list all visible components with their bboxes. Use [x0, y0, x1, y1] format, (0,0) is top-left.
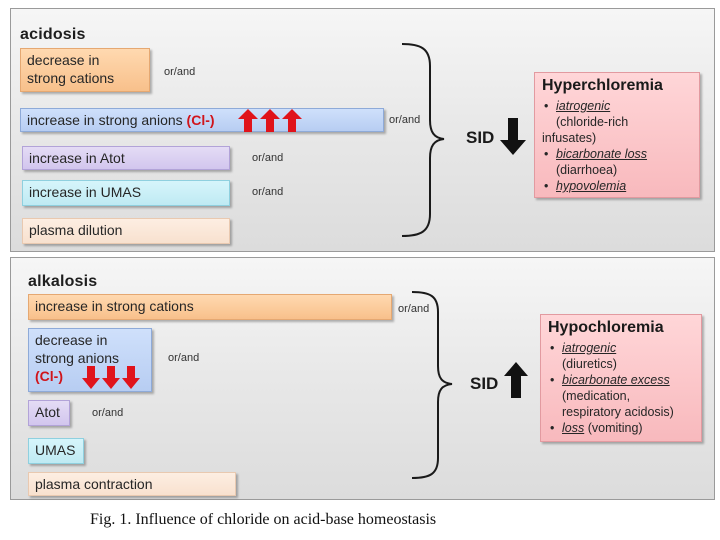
red-up-arrow-icon [260, 109, 280, 132]
cause-term: bicarbonate excess [562, 373, 670, 387]
red-down-arrow-icon [82, 366, 100, 389]
box-line: decrease in [35, 332, 108, 348]
box-text: increase in strong anions [27, 112, 183, 128]
cause-detail: infusates) [542, 131, 597, 145]
plasma-dilution-box: plasma dilution [22, 218, 230, 244]
orand-label: or/and [389, 114, 421, 126]
orand-label: or/and [252, 186, 284, 198]
red-down-arrow-icon [102, 366, 120, 389]
sid-up-arrow-icon [504, 362, 528, 398]
cause-detail: (diarrhoea) [556, 163, 618, 177]
list-item: hypovolemia [542, 178, 692, 194]
chloride-increase-arrows [238, 109, 302, 132]
hypochloremia-box: Hypochloremia iatrogenic (diuretics) bic… [540, 314, 702, 442]
cause-detail: (vomiting) [584, 421, 643, 435]
chloride-ion-label: (Cl-) [35, 368, 63, 384]
hyperchloremia-box: Hyperchloremia iatrogenic (chloride-rich… [534, 72, 700, 198]
atot-box: Atot [28, 400, 70, 426]
box-line: strong anions [35, 350, 120, 366]
red-up-arrow-icon [282, 109, 302, 132]
cause-term: hypovolemia [556, 179, 627, 193]
cause-term: iatrogenic [562, 341, 617, 355]
hypochloremia-causes-list: iatrogenic (diuretics) bicarbonate exces… [548, 340, 694, 436]
red-down-arrow-icon [122, 366, 140, 389]
red-up-arrow-icon [238, 109, 258, 132]
orand-label: or/and [92, 407, 124, 419]
hyperchloremia-causes-list: iatrogenic (chloride-rich infusates) bic… [542, 98, 692, 194]
increase-strong-anions-box: increase in strong anions (Cl-) [20, 108, 384, 132]
hypochloremia-title: Hypochloremia [548, 319, 664, 336]
sid-down-arrow-icon [500, 118, 526, 155]
box-line: decrease in [27, 52, 100, 68]
increase-umas-box: increase in UMAS [22, 180, 230, 206]
cause-term: bicarbonate loss [556, 147, 648, 161]
orand-label: or/and [252, 152, 284, 164]
sid-label: SID [470, 374, 499, 393]
list-item: bicarbonate loss (diarrhoea) [542, 146, 692, 178]
orand-label: or/and [164, 66, 196, 78]
acidosis-heading: acidosis [20, 26, 86, 43]
list-item: loss (vomiting) [548, 420, 694, 436]
chloride-ion-label: (Cl-) [186, 112, 215, 128]
cause-detail: (chloride-rich [556, 115, 629, 129]
cause-term: loss [562, 421, 585, 435]
decrease-strong-cations-box: decrease in strong cations [20, 48, 150, 92]
orand-label: or/and [398, 303, 430, 315]
figure-caption: Fig. 1. Influence of chloride on acid-ba… [90, 511, 437, 528]
acidosis-bracket [401, 43, 445, 237]
increase-atot-box: increase in Atot [22, 146, 230, 170]
orand-label: or/and [168, 352, 200, 364]
hyperchloremia-title: Hyperchloremia [542, 77, 663, 94]
list-item: bicarbonate excess (medication, respirat… [548, 372, 694, 420]
umas-box: UMAS [28, 438, 84, 464]
increase-strong-cations-box: increase in strong cations [28, 294, 392, 320]
cause-detail: (diuretics) [562, 357, 617, 371]
box-line: strong cations [27, 70, 115, 86]
cause-term: iatrogenic [556, 99, 611, 113]
chloride-decrease-arrows [82, 366, 140, 389]
list-item: iatrogenic (chloride-rich infusates) [542, 98, 692, 146]
plasma-contraction-box: plasma contraction [28, 472, 236, 496]
alkalosis-bracket [411, 291, 453, 479]
list-item: iatrogenic (diuretics) [548, 340, 694, 372]
alkalosis-heading: alkalosis [28, 273, 98, 290]
cause-detail: respiratory acidosis) [562, 405, 674, 419]
cause-detail: (medication, [562, 389, 631, 403]
sid-label: SID [466, 128, 495, 147]
